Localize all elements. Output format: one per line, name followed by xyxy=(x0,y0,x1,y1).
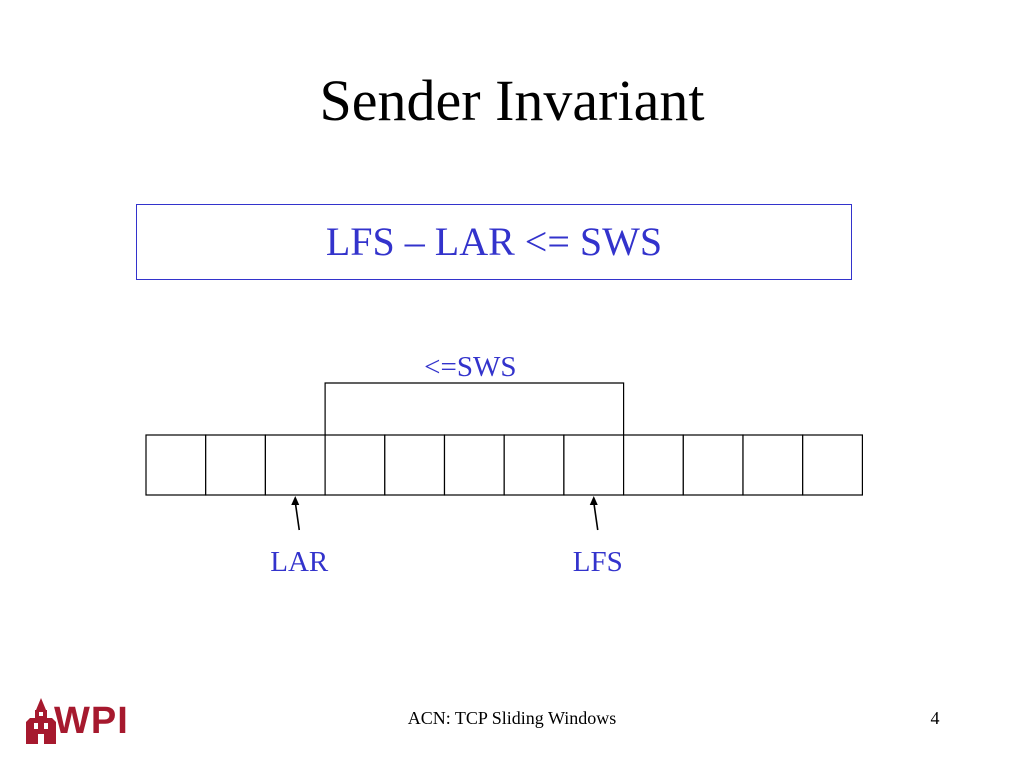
sequence-cell xyxy=(205,434,266,496)
page-number: 4 xyxy=(930,708,940,728)
pointer-label-lar: LAR xyxy=(270,546,329,578)
footer-text: ACN: TCP Sliding Windows xyxy=(407,708,617,728)
sequence-cell xyxy=(324,434,386,496)
pointer-group xyxy=(291,496,599,531)
sequence-cell xyxy=(443,434,505,496)
sequence-cells xyxy=(145,434,864,496)
pointer-arrow-head xyxy=(291,496,300,505)
sequence-cell xyxy=(503,434,565,496)
pointer-arrow-line xyxy=(294,501,301,531)
sequence-cell xyxy=(802,434,864,496)
logo-text: WPI xyxy=(54,700,129,742)
slide-title: Sender Invariant xyxy=(319,68,705,133)
sequence-cell xyxy=(742,434,804,496)
pointer-arrow-head xyxy=(589,496,598,505)
sequence-cell xyxy=(145,434,207,496)
pointer-label-lfs: LFS xyxy=(573,546,623,578)
sequence-cell xyxy=(384,434,446,496)
tower-icon xyxy=(26,698,56,744)
sequence-cell xyxy=(563,434,625,496)
sequence-cell xyxy=(622,434,684,496)
pointer-arrow-line xyxy=(592,501,599,531)
formula-text: LFS – LAR <= SWS xyxy=(325,219,663,264)
window-size-label: <=SWS xyxy=(424,351,516,383)
sequence-cell xyxy=(682,434,744,496)
sequence-cell xyxy=(264,434,326,496)
wpi-logo xyxy=(26,698,146,748)
formula-box: LFS – LAR <= SWS xyxy=(136,204,852,280)
window-bracket xyxy=(324,382,625,435)
